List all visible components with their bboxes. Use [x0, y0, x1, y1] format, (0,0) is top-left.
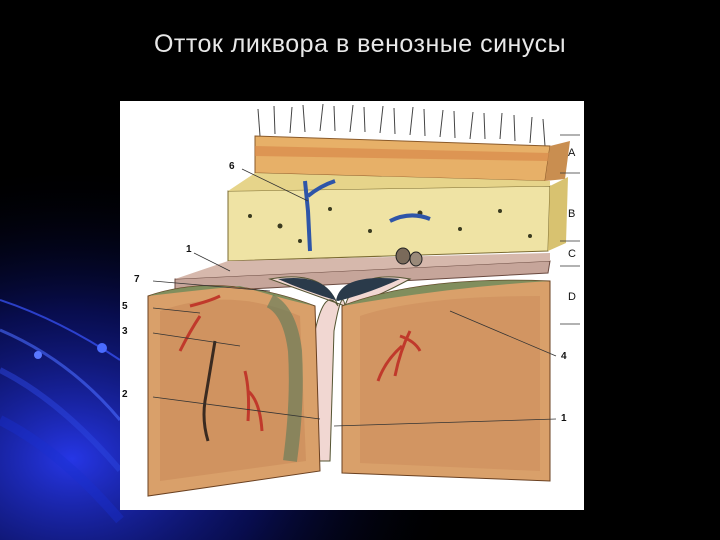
label-2: 2 — [122, 389, 128, 400]
arachnoid-granulation — [395, 247, 423, 267]
label-layer-a: A — [568, 147, 576, 159]
brain-meninges-illustration — [147, 103, 580, 497]
label-1-bottom: 1 — [561, 413, 567, 424]
anatomy-figure: A B C D 6 1 7 5 3 2 4 1 — [120, 101, 584, 510]
emissary-vein — [303, 179, 336, 252]
label-5: 5 — [122, 301, 128, 312]
leader-lines — [152, 134, 580, 427]
label-layer-c: C — [568, 248, 576, 260]
scalp-hair — [257, 103, 546, 147]
label-4: 4 — [561, 351, 567, 362]
cortical-artery — [178, 294, 221, 352]
slide-title: Отток ликвора в венозные синусы — [153, 30, 567, 58]
label-layer-d: D — [568, 291, 576, 303]
label-1-top: 1 — [186, 244, 192, 255]
label-layer-b: B — [568, 208, 576, 220]
label-6: 6 — [229, 161, 235, 172]
label-7: 7 — [134, 274, 140, 285]
label-3: 3 — [122, 326, 128, 337]
skull-bone-layer — [227, 185, 551, 262]
